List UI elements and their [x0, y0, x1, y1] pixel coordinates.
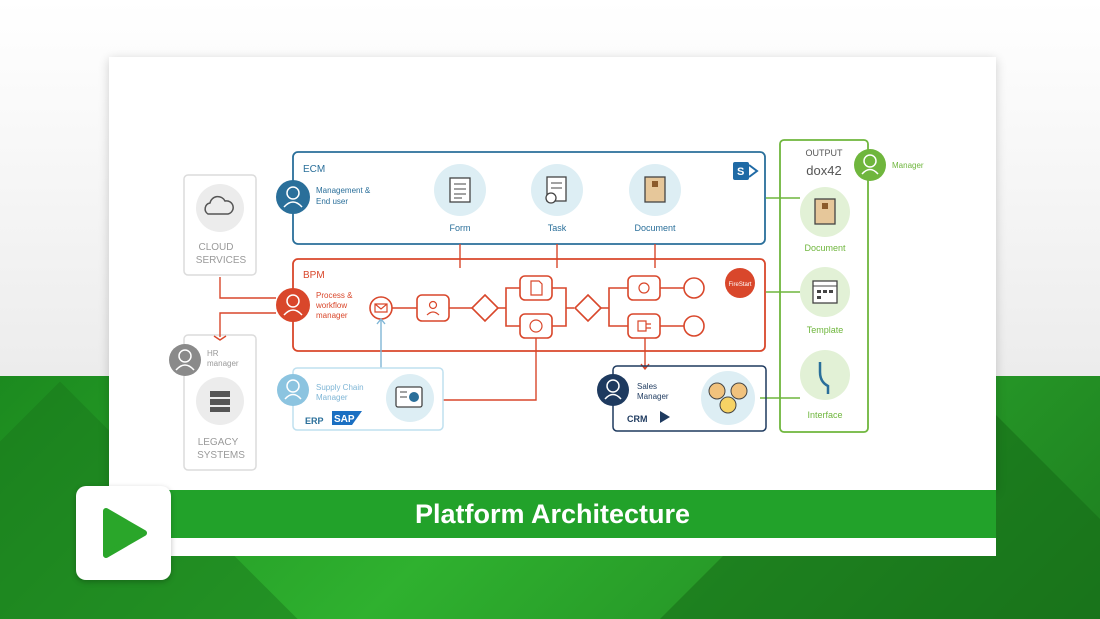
bpm-role-2: workflow — [315, 301, 347, 310]
output-document-icon — [814, 198, 836, 225]
svg-text:S: S — [737, 166, 744, 178]
cloud-label-2: SERVICES — [196, 255, 247, 266]
output-interface-label: Interface — [807, 410, 842, 420]
cloud-services-group: CLOUD SERVICES — [183, 174, 257, 276]
gateway-split-icon — [470, 293, 500, 323]
manager-icon — [863, 154, 877, 168]
plug-icon — [637, 320, 651, 332]
cloud-circle — [196, 184, 244, 232]
bpm-group: BPM Process & workflow manager — [276, 258, 766, 352]
plug-task-box — [627, 313, 661, 339]
ecm-role-2: End user — [316, 197, 348, 206]
dox42-logo: dox42 — [806, 163, 841, 178]
svg-text:SAP: SAP — [334, 414, 355, 425]
worker-helmet-icon — [286, 379, 300, 393]
hr-avatar — [169, 344, 201, 376]
dashboard-icon — [395, 386, 423, 408]
output-manager-label: Manager — [892, 161, 924, 170]
play-icon — [103, 508, 147, 558]
hr-label-1: HR — [207, 349, 219, 358]
firestart-badge: FireStart — [725, 268, 755, 298]
user-icon — [286, 186, 300, 200]
bpm-role-3: manager — [316, 311, 348, 320]
bpm-role-1: Process & — [316, 291, 353, 300]
sales-person-icon — [606, 379, 620, 393]
ecm-role-1: Management & — [316, 186, 371, 195]
legacy-systems-group: HR manager LEGACY SYSTEMS — [169, 334, 257, 471]
crm-group: Sales Manager CRM — [597, 365, 767, 432]
play-button[interactable] — [76, 486, 171, 580]
task-label: Task — [548, 223, 567, 233]
erp-role-1: Supply Chain — [316, 383, 364, 392]
output-template-label: Template — [807, 325, 844, 335]
cloud-icon — [204, 195, 234, 215]
bpm-user-avatar — [276, 288, 310, 322]
customers-icon — [708, 382, 748, 414]
form-label: Form — [450, 223, 471, 233]
crm-label: CRM — [627, 414, 648, 424]
document-icon — [644, 176, 666, 203]
mail-event-icon — [369, 296, 393, 320]
doc-task-box — [519, 275, 553, 301]
cable-icon — [818, 362, 830, 394]
template-icon — [812, 280, 838, 304]
check-task-box — [519, 313, 553, 339]
gateway-merge-icon — [573, 293, 603, 323]
sap-logo: SAP — [332, 411, 362, 425]
slide-card — [109, 57, 996, 490]
form-icon — [449, 177, 471, 203]
ecm-title: ECM — [303, 164, 325, 175]
sharepoint-icon: S — [733, 162, 759, 180]
banner-strip — [109, 538, 996, 556]
crm-role-2: Manager — [637, 392, 669, 401]
cloud-label-1: CLOUD — [198, 242, 233, 253]
workflow-flow — [369, 275, 705, 339]
hr-label-2: manager — [207, 359, 239, 368]
server-icon — [210, 391, 230, 412]
ecm-group: ECM Management & End user Form Task Docu… — [276, 151, 766, 245]
person-icon — [178, 349, 192, 363]
output-group: OUTPUT dox42 Manager Document Template I… — [779, 139, 924, 433]
legacy-label-2: SYSTEMS — [197, 450, 245, 461]
crm-role-1: Sales — [637, 382, 657, 391]
gear-task-box — [627, 275, 661, 301]
erp-role-2: Manager — [316, 393, 348, 402]
crm-user-avatar — [597, 374, 629, 406]
output-interface-circle — [800, 350, 850, 400]
end-event-1 — [683, 277, 705, 299]
erp-group: Supply Chain Manager ERP SAP — [277, 367, 444, 431]
erp-label: ERP — [305, 416, 324, 426]
legacy-label-1: LEGACY — [198, 437, 239, 448]
banner-title: Platform Architecture — [109, 490, 996, 538]
ecm-user-avatar — [276, 180, 310, 214]
worker-icon — [286, 294, 300, 308]
svg-text:FireStart: FireStart — [728, 282, 751, 288]
end-event-2 — [683, 315, 705, 337]
output-document-label: Document — [804, 243, 846, 253]
document-label: Document — [634, 223, 676, 233]
gear-icon — [638, 282, 650, 294]
task-icon — [545, 176, 567, 204]
bpm-title: BPM — [303, 270, 325, 281]
output-title: OUTPUT — [806, 148, 844, 158]
dynamics-logo-icon — [660, 411, 670, 423]
erp-user-avatar — [277, 374, 309, 406]
output-manager-avatar — [854, 149, 886, 181]
